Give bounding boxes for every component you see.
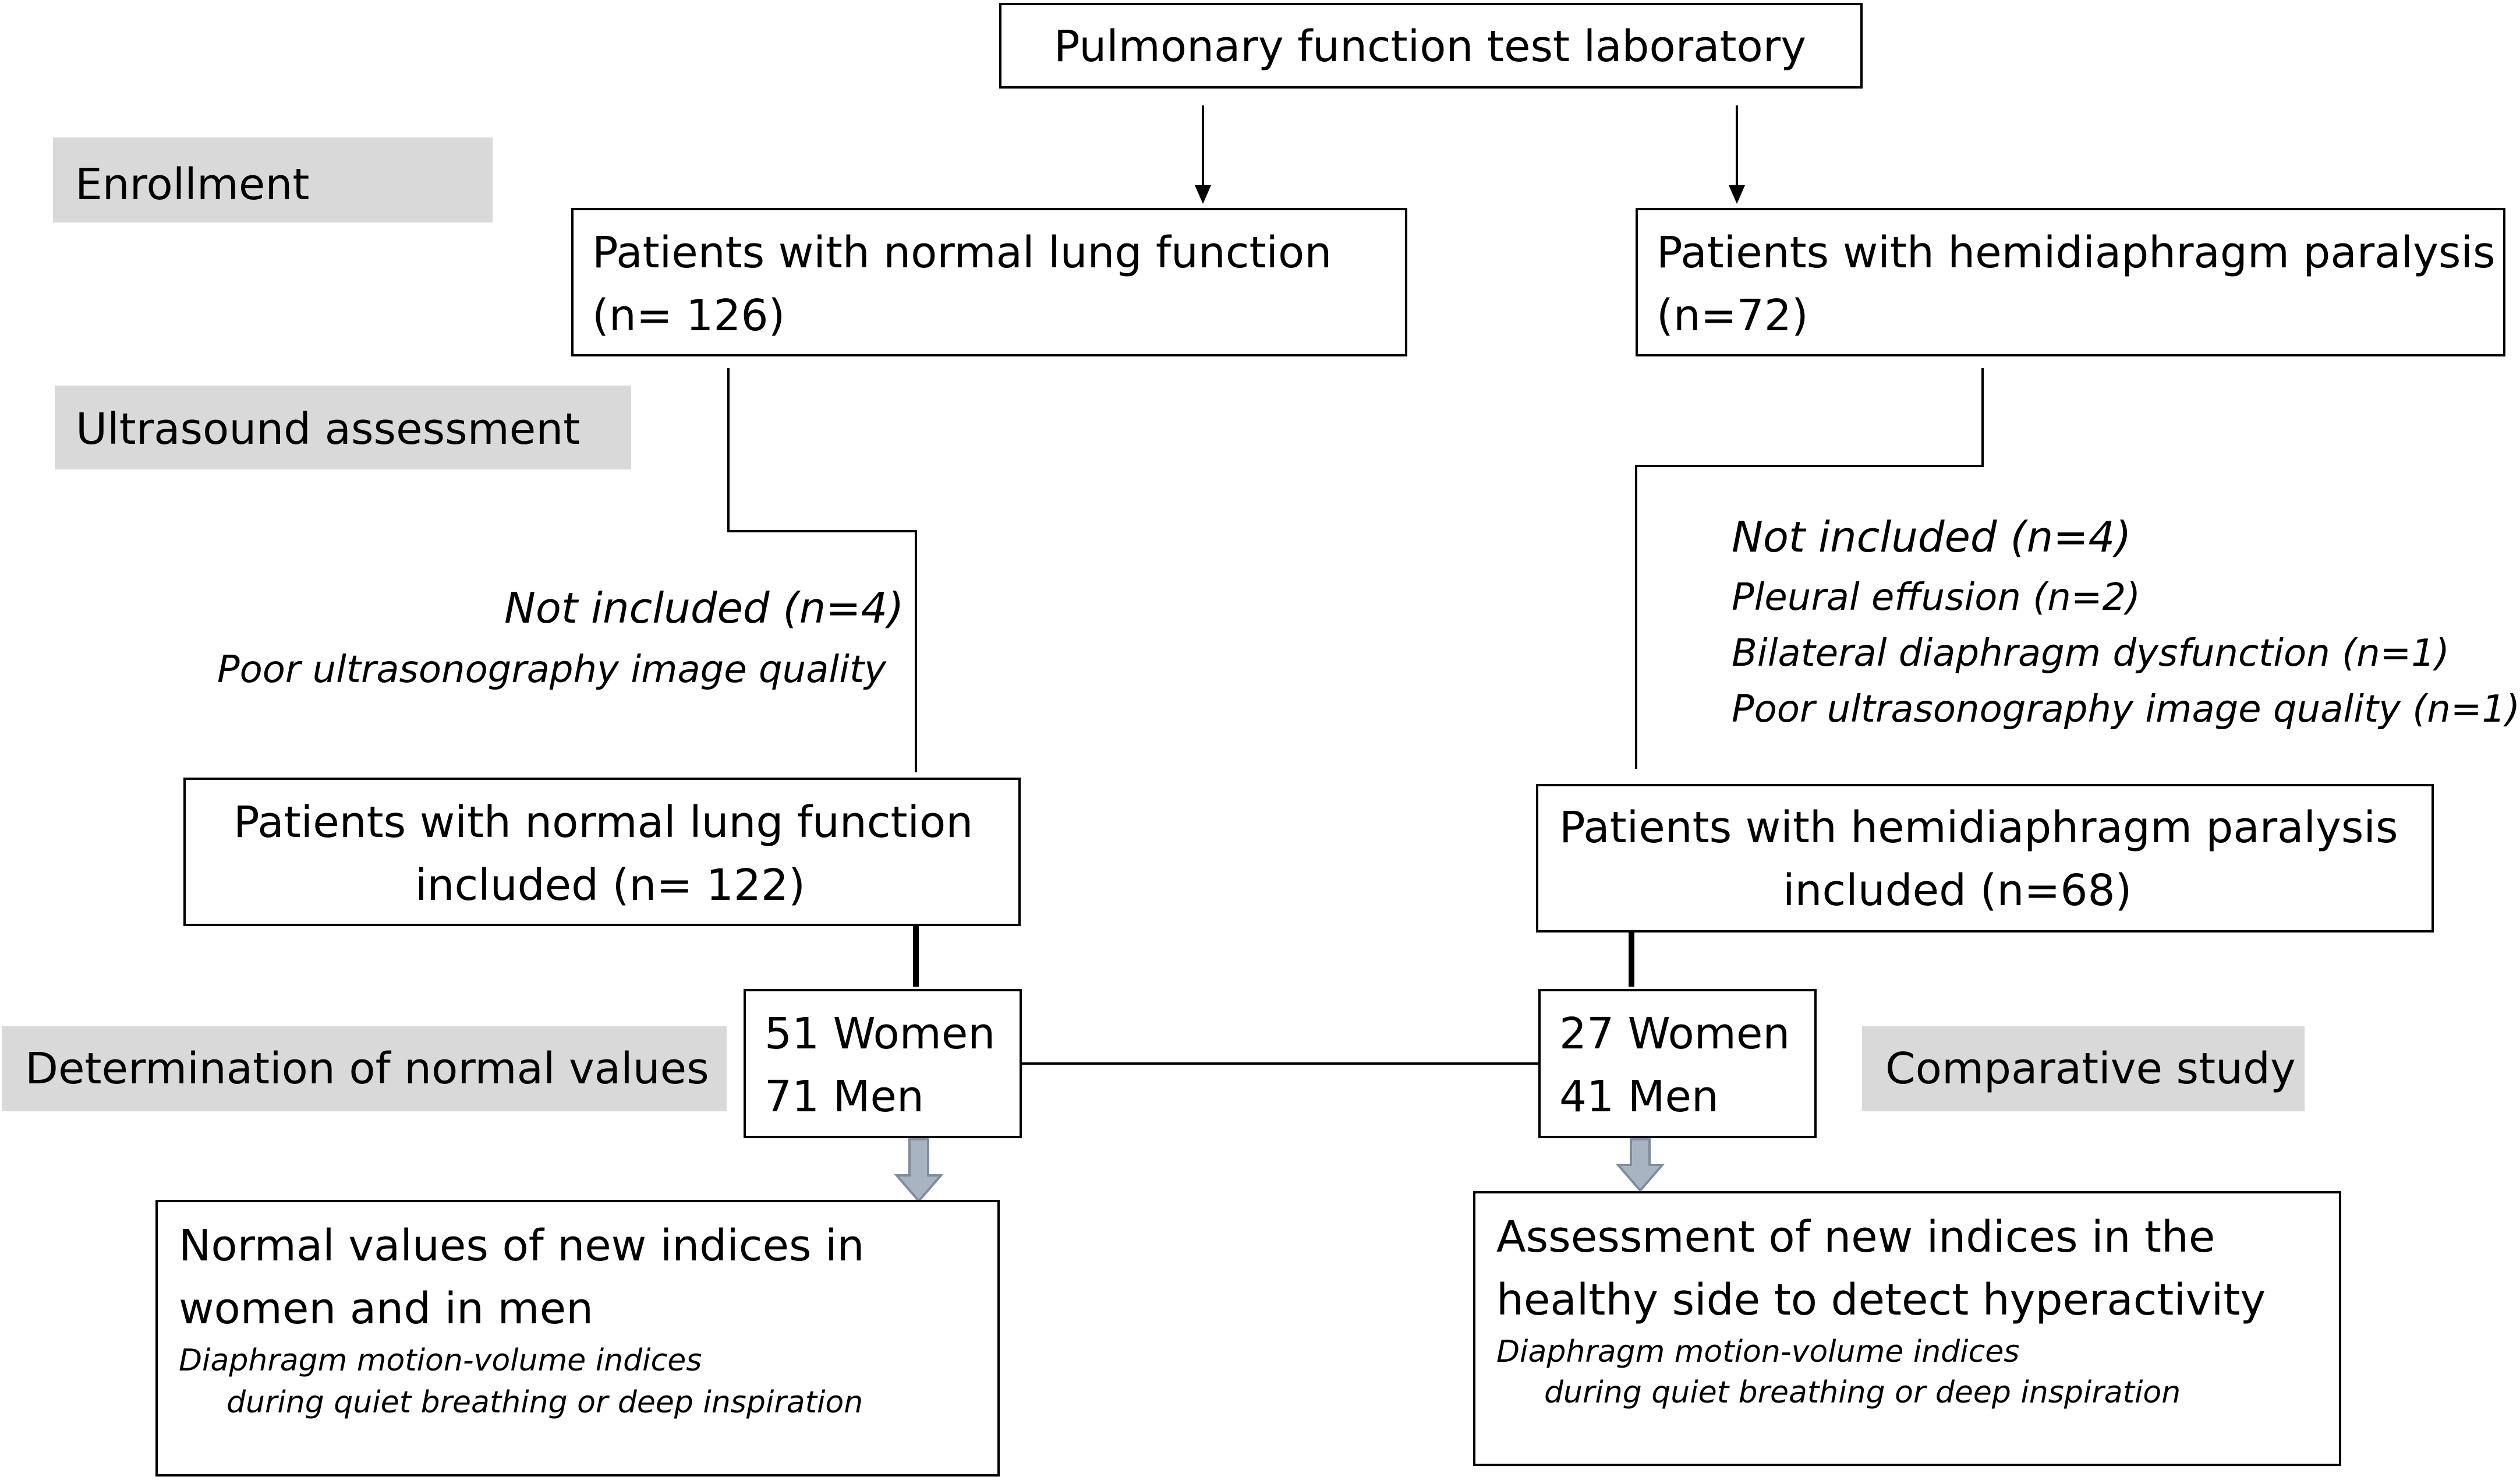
stage-label-ultrasound: Ultrasound assessment [55,386,631,469]
left-included-box: Patients with normal lung function inclu… [183,778,1021,926]
arrow-top-to-right [1729,105,1745,204]
stage-label-text: Ultrasound assessment [76,404,581,454]
right-men-count: 41 Men [1559,1072,1719,1122]
left-enrolled-line2: (n= 126) [592,291,785,341]
right-included-box: Patients with hemidiaphragm paralysis in… [1536,784,2434,932]
right-enrolled-line1: Patients with hemidiaphragm paralysis [1657,228,2496,278]
right-excluded-reason-3: Poor ultrasonography image quality (n=1) [1732,688,2520,731]
right-block-arrow [1615,1138,1665,1193]
stage-label-normal-values: Determination of normal values [2,1026,727,1111]
left-block-arrow [894,1138,944,1203]
left-result-line1: Normal values of new indices in [179,1221,865,1271]
stage-label-text: Comparative study [1885,1044,2296,1094]
right-excluded-reason-1: Pleural effusion (n=2) [1732,576,2141,619]
left-excluded-title: Not included (n=4) [504,584,904,633]
right-result-note2: during quiet breathing or deep inspirati… [1544,1375,2181,1410]
left-enrolled-box: Patients with normal lung function (n= 1… [571,208,1407,356]
left-included-line1: Patients with normal lung function [233,797,974,847]
right-enrolled-box: Patients with hemidiaphragm paralysis (n… [1636,208,2505,356]
left-included-line2: included (n= 122) [415,860,806,910]
right-included-line2: included (n=68) [1783,866,2132,916]
top-box: Pulmonary function test laboratory [999,3,1863,89]
left-result-note1: Diaphragm motion-volume indices [179,1343,702,1378]
left-women-count: 51 Women [765,1009,996,1059]
left-result-line2: women and in men [179,1284,594,1334]
right-gender-box: 27 Women 41 Men [1538,989,1817,1138]
right-result-line2: healthy side to detect hyperactivity [1496,1275,2266,1325]
right-excluded-reason-2: Bilateral diaphragm dysfunction (n=1) [1732,632,2450,675]
stage-label-text: Enrollment [75,160,310,210]
left-result-box: Normal values of new indices in women an… [155,1200,1000,1477]
right-result-line1: Assessment of new indices in the [1496,1212,2215,1262]
arrow-top-to-left [1195,105,1211,204]
stage-label-text: Determination of normal values [25,1044,709,1094]
left-flow-line [727,368,917,772]
left-result-note2: during quiet breathing or deep inspirati… [226,1385,863,1420]
right-result-box: Assessment of new indices in the healthy… [1473,1191,2341,1466]
right-women-count: 27 Women [1559,1009,1790,1059]
left-men-count: 71 Men [765,1072,924,1122]
left-excluded-reason: Poor ultrasonography image quality [217,648,886,691]
left-enrolled-line1: Patients with normal lung function [592,228,1332,278]
right-flow-line [1635,368,1984,769]
right-included-line1: Patients with hemidiaphragm paralysis [1559,803,2398,853]
right-excluded-title: Not included (n=4) [1732,513,2132,561]
right-result-note1: Diaphragm motion-volume indices [1496,1334,2020,1369]
top-box-title: Pulmonary function test laboratory [1054,22,1807,72]
stage-label-enrollment: Enrollment [53,137,493,222]
stage-label-comparative: Comparative study [1862,1026,2305,1111]
left-gender-box: 51 Women 71 Men [744,989,1022,1138]
right-enrolled-line2: (n=72) [1657,291,1808,341]
